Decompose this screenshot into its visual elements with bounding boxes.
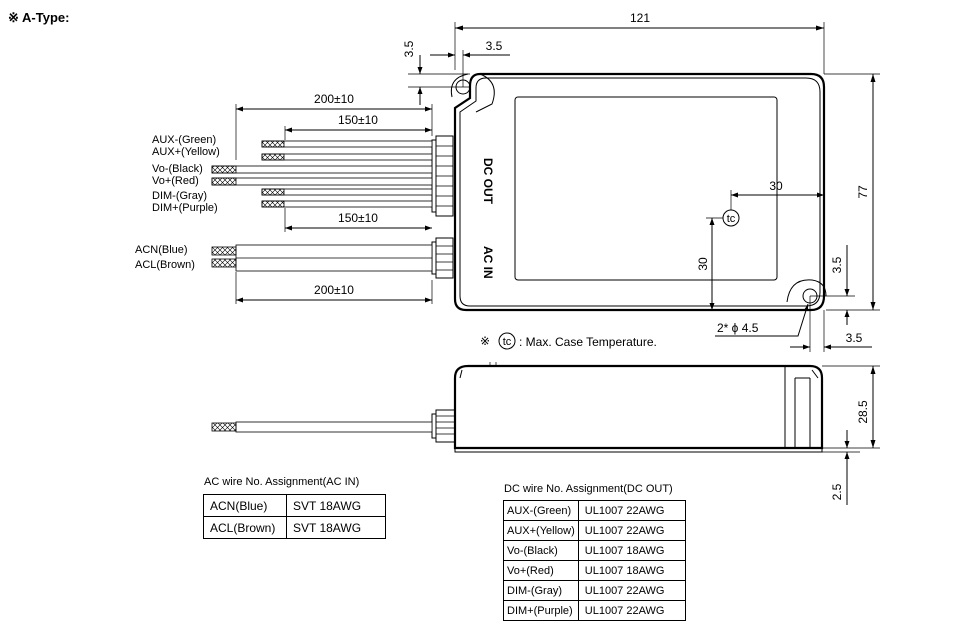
svg-text:2* ϕ 4.5: 2* ϕ 4.5 (717, 321, 759, 335)
wire-label-vo-pos: Vo+(Red) (152, 175, 199, 187)
table-row: DIM+(Purple) UL1007 22AWG (503, 600, 686, 621)
table-cell: DIM+(Purple) (503, 600, 579, 621)
wire-label-aux-neg: AUX-(Green) (152, 134, 216, 146)
table-cell: UL1007 18AWG (577, 540, 686, 561)
ac-wires (211, 244, 433, 272)
svg-text:: Max. Case Temperature.: : Max. Case Temperature. (519, 335, 657, 349)
ac-table-title: AC wire No. Assignment(AC IN) (204, 476, 360, 488)
table-cell: Vo-(Black) (503, 540, 579, 561)
dc-wires (211, 140, 433, 208)
wire-label-dim-neg: DIM-(Gray) (152, 190, 207, 202)
ac-wire-table: ACN(Blue) SVT 18AWG ACL(Brown) SVT 18AWG (203, 494, 386, 539)
tc-note: ※ tc : Max. Case Temperature. (480, 332, 657, 350)
ac-in-label: AC IN (481, 246, 495, 279)
table-row: AUX-(Green) UL1007 22AWG (503, 500, 686, 521)
svg-text:3.5: 3.5 (486, 39, 503, 53)
wire-length-dimensions: 200±10 150±10 150±10 200±10 (235, 92, 433, 304)
wire-length-bottom: 200±10 (314, 283, 354, 297)
svg-text:3.5: 3.5 (846, 331, 863, 345)
wire-labels: AUX-(Green) AUX+(Yellow) Vo-(Black) Vo+(… (135, 134, 220, 271)
svg-text:28.5: 28.5 (856, 400, 870, 424)
table-cell: UL1007 18AWG (577, 560, 686, 581)
dc-out-label: DC OUT (481, 158, 495, 205)
dim-hole-top-left: 3.5 3.5 (402, 39, 510, 105)
drawing-title: ※ A-Type: (8, 10, 69, 25)
dim-body-height: 28.5 2.5 (822, 365, 880, 505)
table-cell: AUX-(Green) (503, 500, 579, 521)
table-row: Vo+(Red) UL1007 18AWG (503, 560, 686, 581)
ac-grommet (431, 237, 454, 279)
table-cell: Vo+(Red) (503, 560, 579, 581)
dim-hole-bottom-right: 3.5 3.5 2* ϕ 4.5 (715, 245, 872, 352)
dc-wire-table: AUX-(Green) UL1007 22AWG AUX+(Yellow) UL… (503, 500, 686, 621)
svg-text:3.5: 3.5 (830, 256, 844, 273)
svg-text:30: 30 (769, 179, 783, 193)
wire-label-vo-neg: Vo-(Black) (152, 163, 203, 175)
svg-text:77: 77 (856, 185, 870, 199)
table-row: Vo-(Black) UL1007 18AWG (503, 540, 686, 561)
table-cell: ACL(Brown) (203, 516, 287, 539)
table-cell: UL1007 22AWG (577, 500, 686, 521)
wire-length-short-mid: 150±10 (338, 211, 378, 225)
table-cell: UL1007 22AWG (577, 520, 686, 541)
dc-table-title: DC wire No. Assignment(DC OUT) (504, 483, 673, 495)
dim-height: 77 (824, 73, 880, 311)
table-row: ACL(Brown) SVT 18AWG (203, 516, 386, 539)
svg-text:121: 121 (630, 11, 650, 25)
table-cell: ACN(Blue) (203, 494, 287, 517)
table-cell: SVT 18AWG (286, 516, 386, 539)
wire-label-acn: ACN(Blue) (135, 244, 188, 256)
table-cell: SVT 18AWG (286, 494, 386, 517)
case-side-view (211, 362, 824, 453)
table-row: DIM-(Gray) UL1007 22AWG (503, 580, 686, 601)
wire-label-acl: ACL(Brown) (135, 259, 195, 271)
dim-width: 121 (454, 11, 825, 74)
table-cell: DIM-(Gray) (503, 580, 579, 601)
table-cell: UL1007 22AWG (577, 600, 686, 621)
table-cell: UL1007 22AWG (577, 580, 686, 601)
dim-tc-offset: 30 30 (696, 179, 824, 310)
svg-text:3.5: 3.5 (402, 40, 416, 57)
svg-text:2.5: 2.5 (830, 483, 844, 500)
wire-label-aux-pos: AUX+(Yellow) (152, 146, 220, 158)
tc-point-label: tc (727, 213, 736, 225)
table-row: AUX+(Yellow) UL1007 22AWG (503, 520, 686, 541)
tc-note-icon (498, 332, 516, 350)
table-row: ACN(Blue) SVT 18AWG (203, 494, 386, 517)
wire-label-dim-pos: DIM+(Purple) (152, 202, 218, 214)
dc-grommet (431, 135, 454, 217)
svg-text:※: ※ (480, 334, 490, 348)
table-cell: AUX+(Yellow) (503, 520, 579, 541)
svg-text:tc: tc (503, 336, 512, 348)
svg-text:30: 30 (696, 257, 710, 271)
wire-length-short-top: 150±10 (338, 113, 378, 127)
wire-length-top: 200±10 (314, 92, 354, 106)
